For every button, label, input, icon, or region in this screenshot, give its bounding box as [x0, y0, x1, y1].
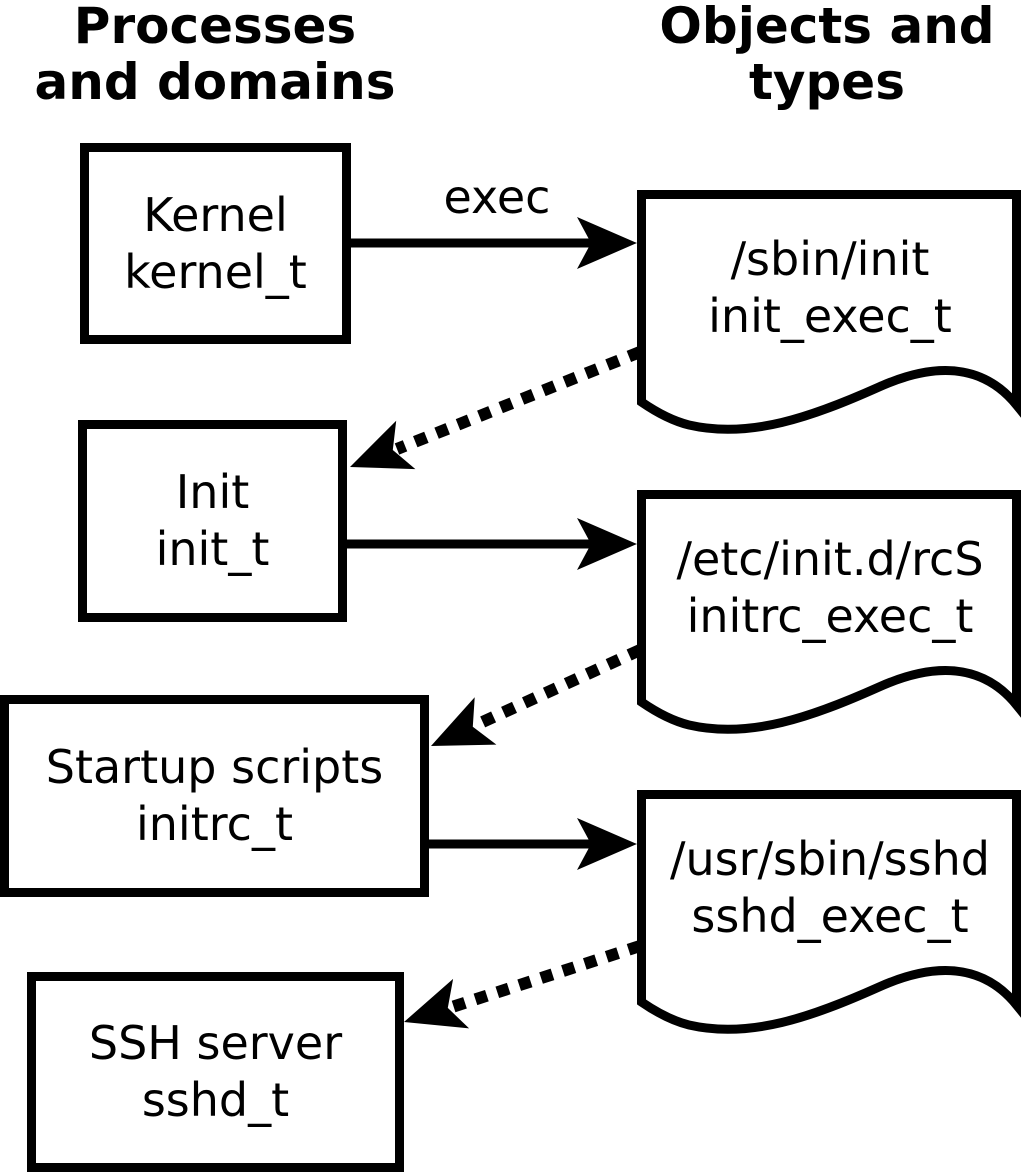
- object-type: initrc_exec_t: [686, 588, 974, 643]
- document-shape: [637, 790, 1021, 1034]
- document-shape: [637, 490, 1021, 734]
- title-line: Objects and: [659, 0, 995, 55]
- document-shape: [637, 190, 1021, 434]
- exec-arrow-kernel-to-sbin-init: [351, 217, 637, 269]
- process-box-startup-scripts: Startup scripts initrc_t: [0, 695, 429, 897]
- object-doc-sbin-init: /sbin/init init_exec_t: [637, 190, 1023, 440]
- arrowhead-icon: [350, 420, 416, 470]
- title-line: and domains: [34, 53, 396, 111]
- arrowhead-icon: [577, 818, 637, 870]
- process-box-ssh-server: SSH server sshd_t: [27, 972, 404, 1172]
- right-column-title: Objects and types: [632, 0, 1022, 110]
- title-line: Processes: [73, 0, 357, 55]
- process-box-init: Init init_t: [78, 420, 347, 622]
- process-domain-type: kernel_t: [124, 244, 307, 299]
- arrowhead-icon: [577, 518, 637, 570]
- exec-arrow-label: exec: [443, 170, 551, 224]
- object-path: /usr/sbin/sshd: [670, 831, 990, 886]
- arrowhead-icon: [577, 217, 637, 269]
- process-label: Init: [175, 465, 250, 519]
- process-domain-type: sshd_t: [141, 1073, 290, 1127]
- process-domain-type: initrc_t: [136, 797, 293, 851]
- object-type: sshd_exec_t: [691, 888, 969, 943]
- transition-arrow-sshd-exec-to-sshd: [404, 940, 642, 1029]
- transition-arrow-init-exec-to-init: [350, 346, 643, 470]
- title-line: types: [749, 53, 905, 111]
- object-type: init_exec_t: [708, 288, 952, 343]
- object-doc-usr-sbin-sshd: /usr/sbin/sshd sshd_exec_t: [637, 790, 1023, 1040]
- object-path: /sbin/init: [730, 231, 930, 286]
- exec-arrow-initrc-to-usr-sbin-sshd: [429, 818, 637, 870]
- process-label: Kernel: [143, 187, 288, 242]
- object-doc-etc-initd-rcs: /etc/init.d/rcS initrc_exec_t: [637, 490, 1023, 740]
- exec-arrow-init-to-etc-initd-rcs: [347, 518, 637, 570]
- process-label: SSH server: [88, 1016, 343, 1070]
- object-path: /etc/init.d/rcS: [676, 531, 984, 586]
- transition-arrow-initrc-exec-to-initrc: [431, 644, 643, 746]
- arrowhead-icon: [431, 697, 497, 746]
- left-column-title: Processes and domains: [20, 0, 410, 110]
- arrowhead-icon: [404, 978, 470, 1029]
- process-box-kernel: Kernel kernel_t: [80, 143, 351, 344]
- process-domain-type: init_t: [155, 522, 270, 576]
- process-label: Startup scripts: [45, 740, 384, 794]
